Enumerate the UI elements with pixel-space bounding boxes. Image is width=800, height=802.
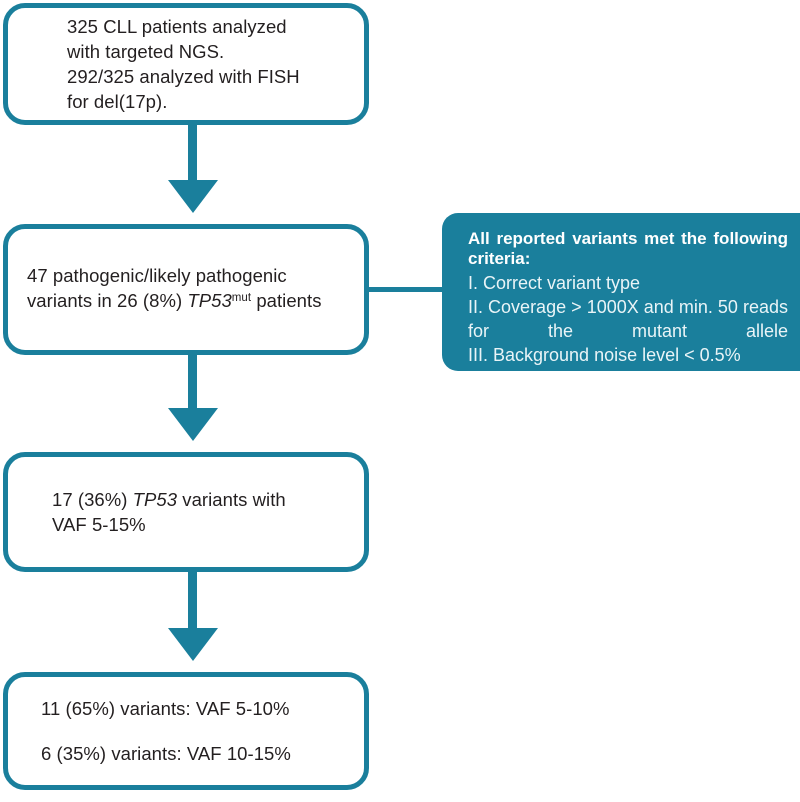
panel-variant-criteria: All reported variants met the following … [442,213,800,371]
arrow-head [168,408,218,441]
lowvaf-line-1-suffix: variants with [177,489,286,510]
variants-line-2-suffix: patients [251,289,322,311]
connector-variants-to-criteria [366,287,446,292]
criteria-title: All reported variants met the following … [468,229,788,268]
variants-line-2-prefix: variants in 26 (8%) [27,289,188,311]
gene-symbol-tp53: TP53 [132,489,178,510]
node-low-vaf-variants-text: 17 (36%) TP53 variants with VAF 5-15% [8,487,304,537]
node-pathogenic-variants: 47 pathogenic/likely pathogenic variants… [3,224,369,355]
criteria-item-2: II. Coverage > 1000X and min. 50 reads f… [468,297,788,341]
lowvaf-line-1-prefix: 17 (36%) [52,489,133,510]
intake-line-3: 292/325 analyzed with FISH [67,66,300,87]
node-pathogenic-variants-text: 47 pathogenic/likely pathogenic variants… [8,263,340,317]
criteria-item-1: I. Correct variant type [468,273,641,293]
arrow-head [168,180,218,213]
intake-line-2: with targeted NGS. [67,41,225,62]
vafsplit-line-2: 6 (35%) variants: VAF 10-15% [41,743,291,764]
arrow-stem [188,355,197,409]
node-vaf-breakdown-text: 11 (65%) variants: VAF 5-10% 6 (35%) var… [8,686,309,776]
lowvaf-line-2: VAF 5-15% [52,514,146,535]
intake-line-4: for del(17p). [67,91,168,112]
gene-symbol-tp53: TP53 [187,289,232,311]
variants-line-1: 47 pathogenic/likely pathogenic [27,264,287,286]
lowvaf-line-1: 17 (36%) TP53 variants with [52,489,286,510]
node-patient-intake: 325 CLL patients analyzed with targeted … [3,3,369,125]
node-vaf-breakdown: 11 (65%) variants: VAF 5-10% 6 (35%) var… [3,672,369,790]
arrow-head [168,628,218,661]
criteria-item-3: III. Background noise level < 0.5% [468,345,741,365]
vafsplit-line-1: 11 (65%) variants: VAF 5-10% [41,698,290,719]
arrow-stem [188,572,197,629]
node-patient-intake-text: 325 CLL patients analyzed with targeted … [8,14,318,114]
node-low-vaf-variants: 17 (36%) TP53 variants with VAF 5-15% [3,452,369,572]
gene-superscript-mut: mut [231,291,252,304]
arrow-stem [188,125,197,181]
intake-line-1: 325 CLL patients analyzed [67,16,287,37]
variants-line-2: variants in 26 (8%) TP53mut patients [27,290,322,311]
